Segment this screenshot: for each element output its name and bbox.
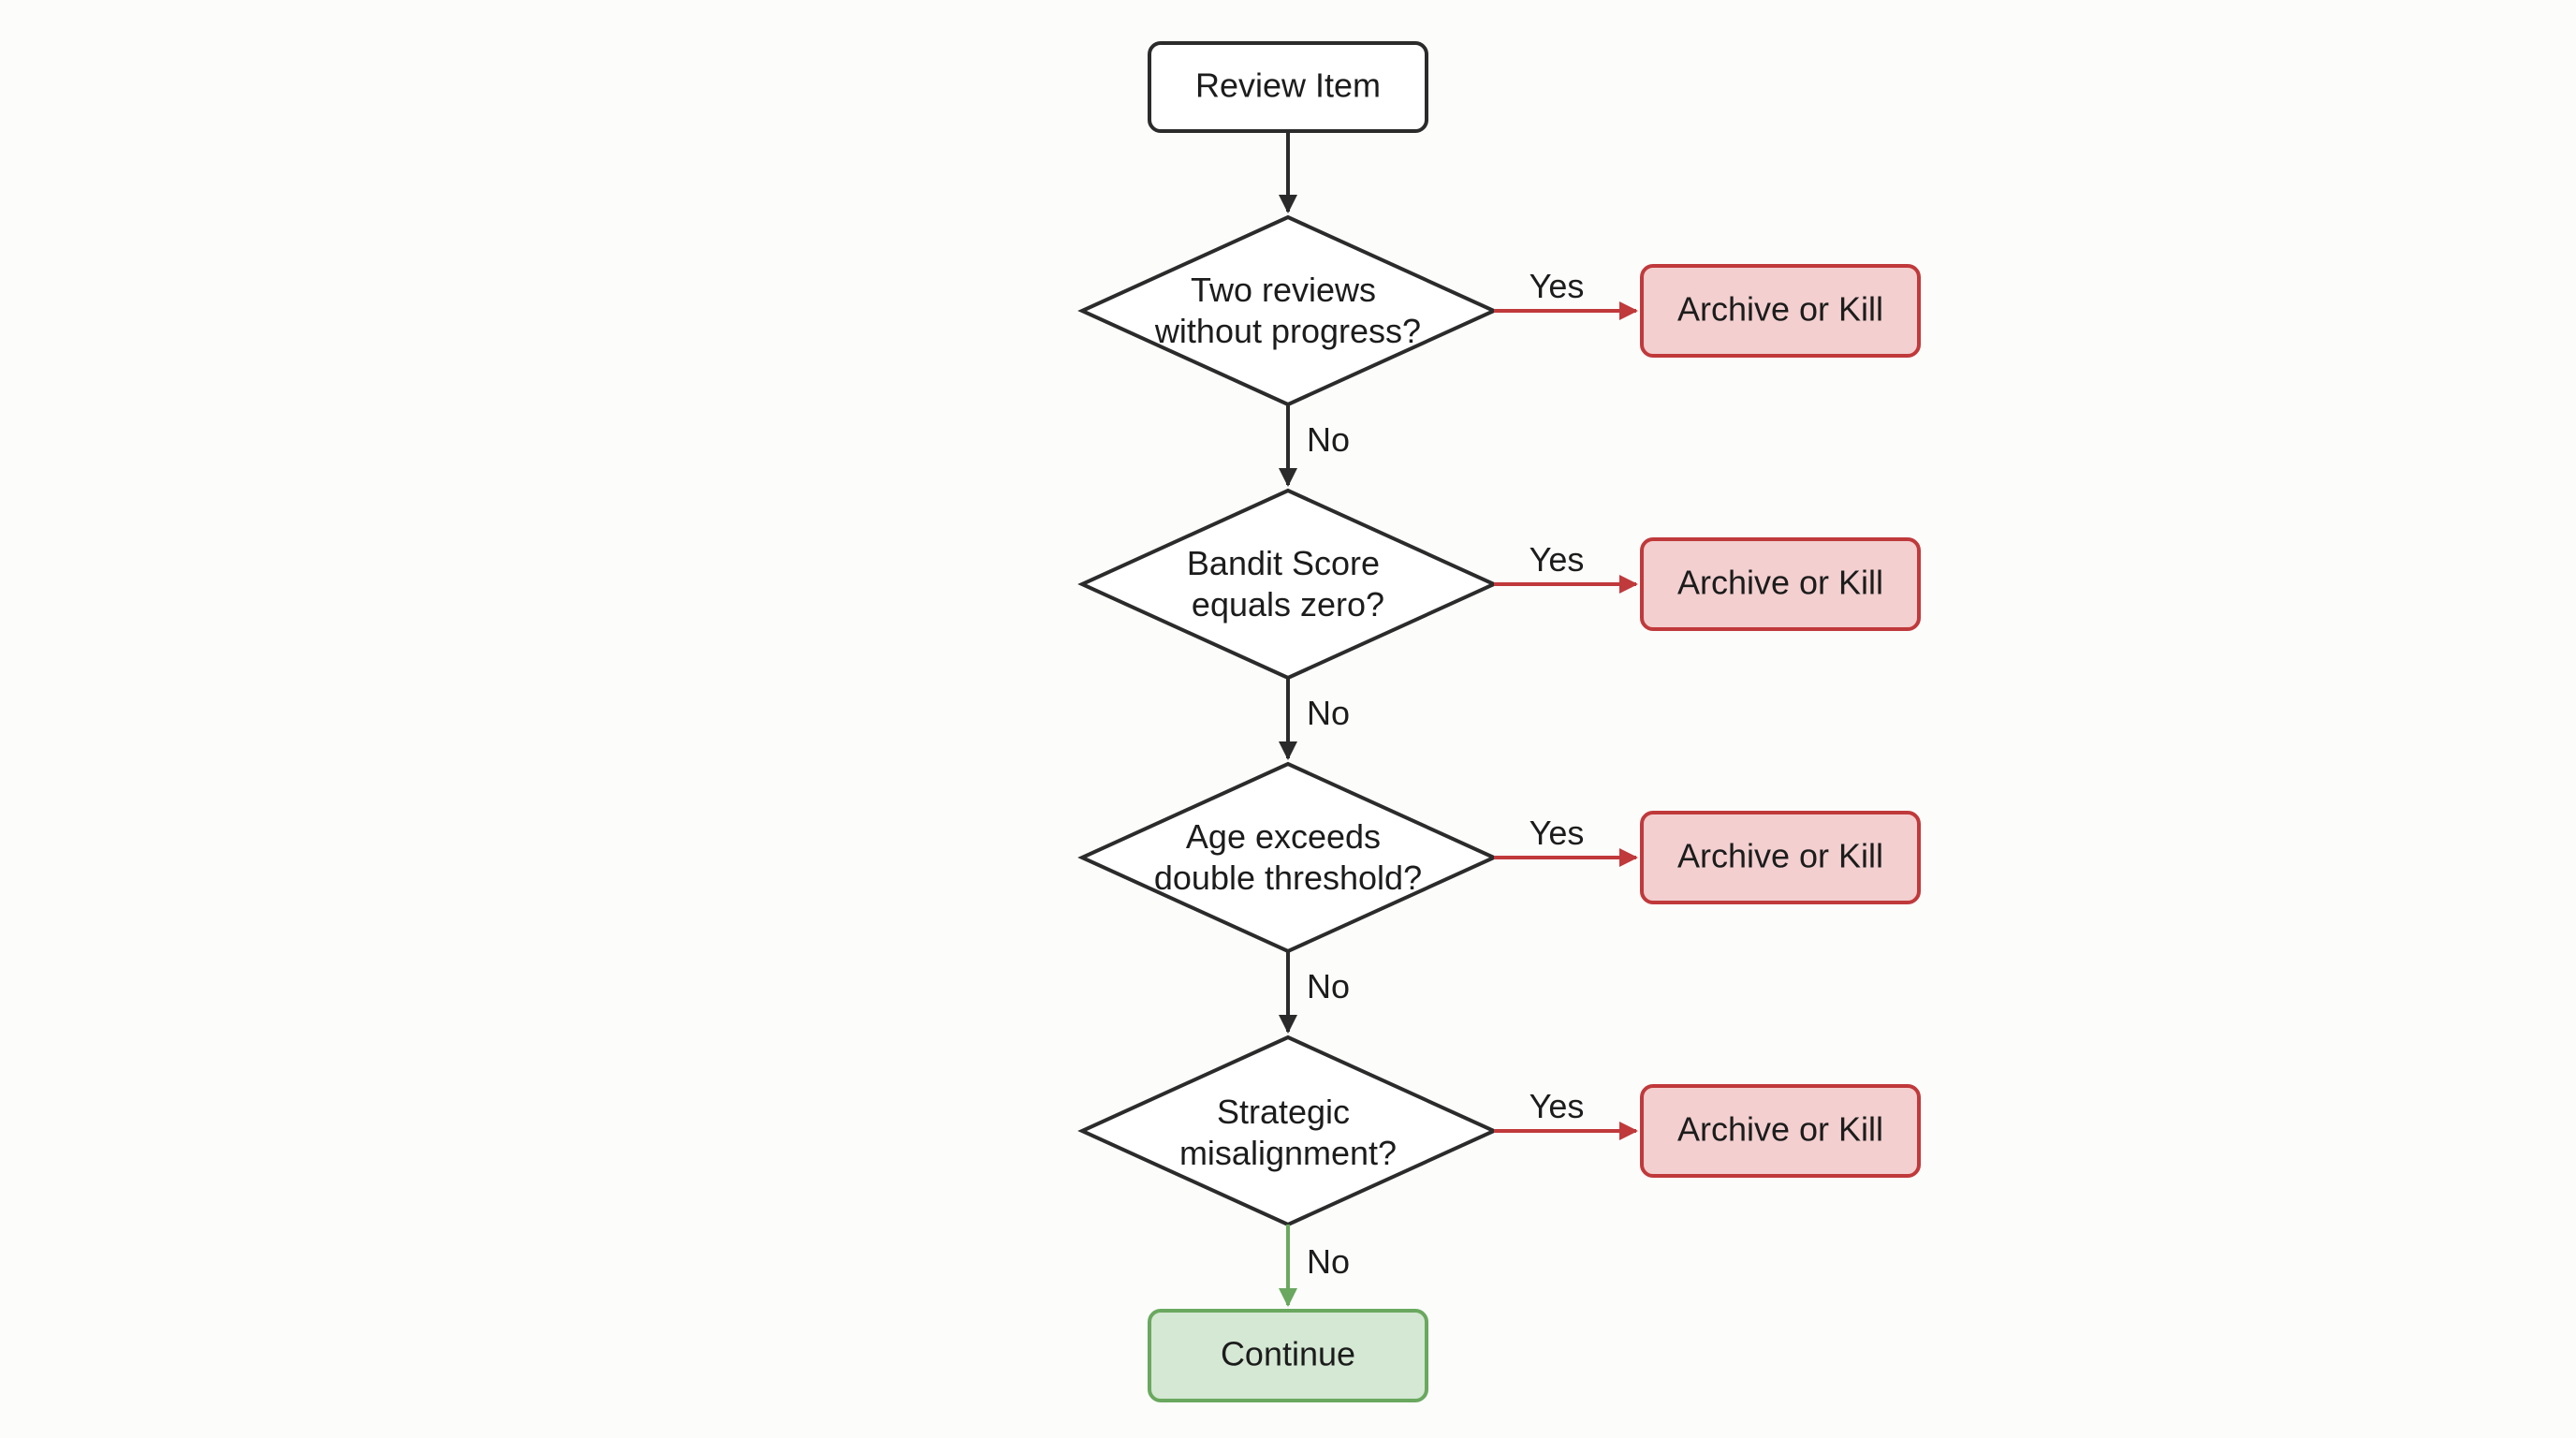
outcome-2-label: Archive or Kill (1677, 564, 1883, 602)
outcome-1-label: Archive or Kill (1677, 290, 1883, 329)
decision-3-label: Age exceeds double threshold? (1154, 817, 1422, 897)
decision-2-label: Bandit Score equals zero? (1187, 544, 1389, 624)
decision-1-label-line-2: without progress? (1154, 312, 1421, 350)
outcome-3-label: Archive or Kill (1677, 837, 1883, 875)
start-node-label: Review Item (1195, 66, 1381, 105)
decision-2-label-line-1: Bandit Score (1187, 544, 1380, 582)
continue-node (1148, 1309, 1428, 1402)
decision-4-label-line-1: Strategic (1217, 1093, 1350, 1131)
decision-1-label-line-1: Two reviews (1191, 271, 1376, 309)
start-node (1148, 41, 1428, 133)
outcome-4-label: Archive or Kill (1677, 1110, 1883, 1149)
decision-3-yes-label: Yes (1530, 814, 1585, 852)
decision-1-yes-label: Yes (1530, 267, 1585, 305)
decision-4-diamond (1077, 1034, 1499, 1227)
decision-4-no-label: No (1307, 1242, 1350, 1281)
decision-2-label-line-2: equals zero? (1192, 585, 1384, 624)
decision-2-no-label: No (1307, 694, 1350, 732)
decision-4-label-line-2: misalignment? (1179, 1134, 1397, 1172)
decision-3-label-line-2: double threshold? (1154, 858, 1422, 897)
decision-1-no-label: No (1307, 420, 1350, 459)
decision-1-diamond (1077, 214, 1499, 407)
decision-4-yes-label: Yes (1530, 1087, 1585, 1125)
decision-3-diamond (1077, 761, 1499, 954)
decision-4-label: Strategic misalignment? (1179, 1093, 1397, 1172)
decision-3-label-line-1: Age exceeds (1186, 817, 1381, 856)
decision-2-diamond (1077, 488, 1499, 681)
continue-node-label: Continue (1221, 1335, 1355, 1373)
outcome-2-node (1640, 537, 1921, 631)
decision-3-no-label: No (1307, 967, 1350, 1005)
outcome-4-node (1640, 1084, 1921, 1178)
outcome-3-node (1640, 811, 1921, 904)
outcome-1-node (1640, 264, 1921, 358)
decision-2-yes-label: Yes (1530, 540, 1585, 579)
decision-1-label: Two reviews without progress? (1154, 271, 1421, 350)
